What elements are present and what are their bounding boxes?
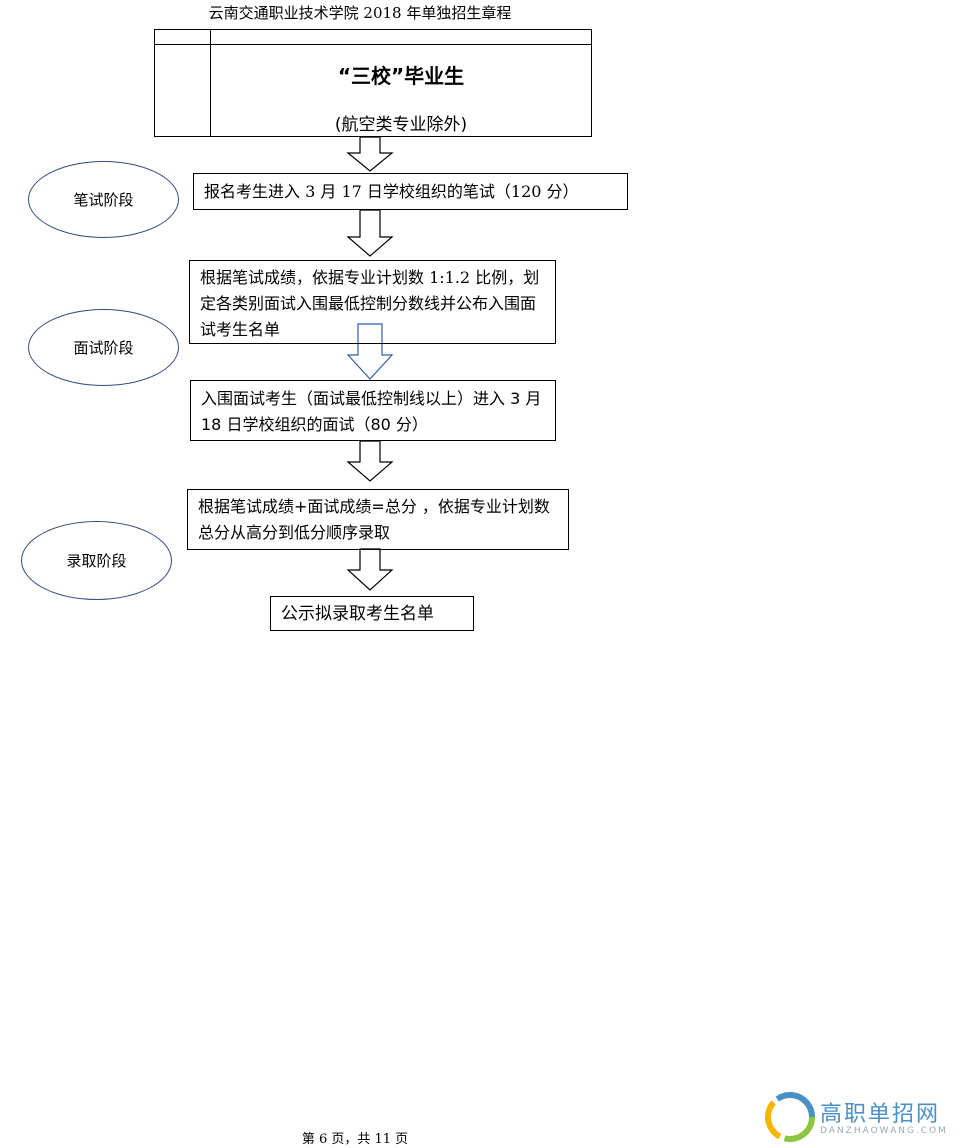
flow-arrows <box>346 136 394 591</box>
page-number: 第 6 页，共 11 页 <box>301 1132 409 1147</box>
stage-written: 笔试阶段 <box>28 161 179 238</box>
down-arrow-1 <box>346 136 394 172</box>
stage-interview: 面试阶段 <box>28 309 179 386</box>
down-arrow-4 <box>346 548 394 591</box>
step-total-score: 根据笔试成绩+面试成绩=总分 ，依据专业计划数总分从高分到低分顺序录取 <box>187 489 569 550</box>
step-cutoff-list: 根据笔试成绩，依据专业计划数 1:1.2 比例，划定各类别面试入围最低控制分数线… <box>189 260 556 344</box>
table-subtitle: (航空类专业除外) <box>334 115 468 135</box>
table-column-divider <box>210 30 211 136</box>
step-publish-list: 公示拟录取考生名单 <box>270 596 474 631</box>
down-arrow-3 <box>346 440 394 482</box>
watermark-name: 高职单招网 <box>820 1102 941 1127</box>
watermark-domain: DANZHAOWANG.COM <box>820 1126 948 1136</box>
step-written-exam: 报名考生进入 3 月 17 日学校组织的笔试（120 分） <box>193 173 628 210</box>
stage-admission: 录取阶段 <box>21 521 172 600</box>
page-header: 云南交通职业技术学院 2018 年单独招生章程 <box>208 4 512 22</box>
table-title: “三校”毕业生 <box>337 64 465 88</box>
down-arrow-overlap <box>346 323 394 380</box>
step-interview: 入围面试考生（面试最低控制线以上）进入 3 月 18 日学校组织的面试（80 分… <box>190 380 556 441</box>
down-arrow-2 <box>346 209 394 257</box>
table-row-divider <box>155 44 591 45</box>
watermark-logo-icon <box>765 1092 815 1142</box>
